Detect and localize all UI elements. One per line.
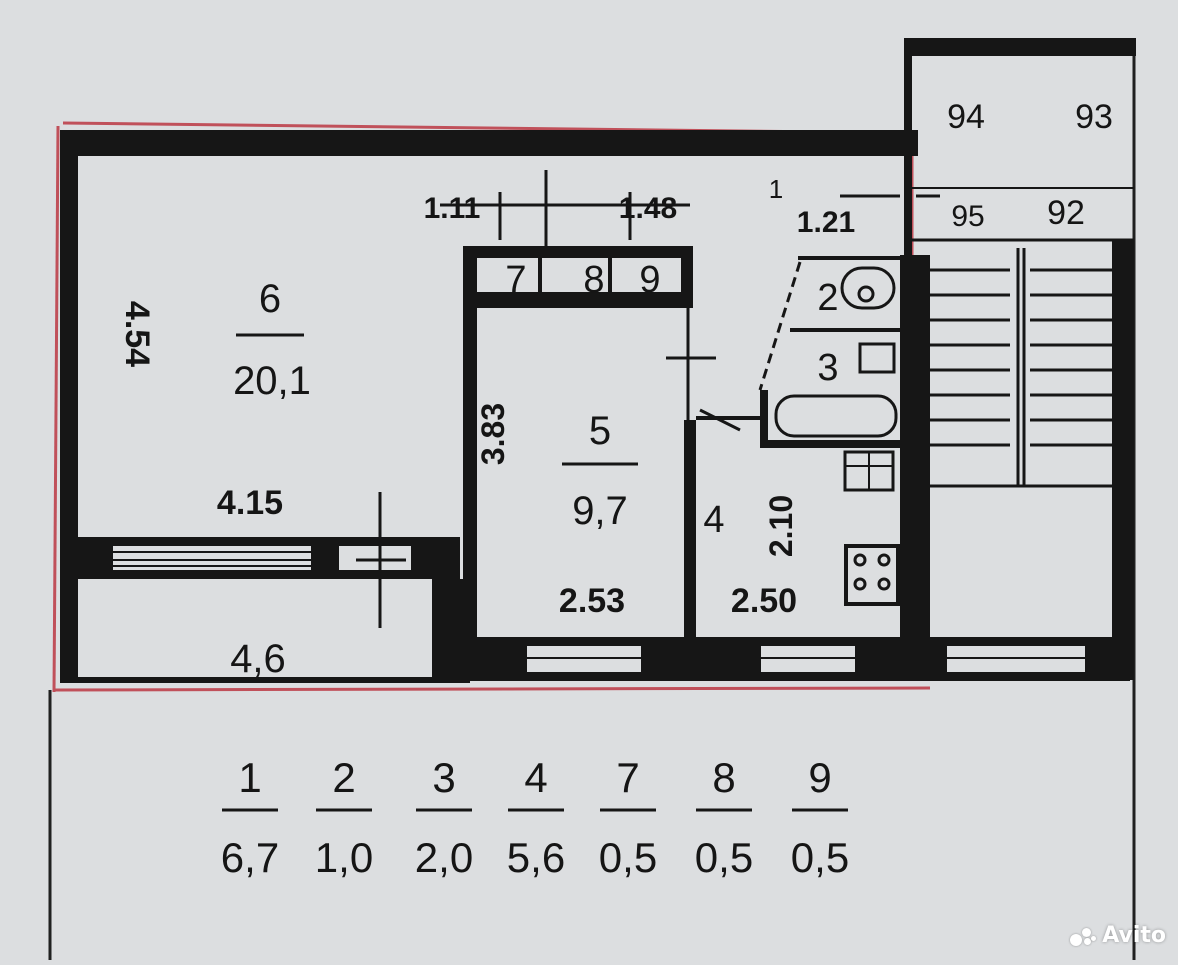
room-1-number: 1 — [769, 174, 783, 204]
closet-9-number: 9 — [639, 259, 660, 301]
legend-1-area: 6,7 — [221, 834, 279, 881]
room-5-area: 9,7 — [572, 489, 628, 533]
room-6-number: 6 — [259, 277, 281, 321]
legend-3-area: 2,0 — [415, 834, 473, 881]
room-3-number: 3 — [817, 347, 838, 389]
dim-4-15: 4.15 — [217, 484, 283, 522]
legend-4-number: 4 — [524, 754, 547, 801]
neighbor-95: 95 — [951, 200, 984, 233]
balcony-area: 4,6 — [230, 637, 286, 681]
legend-9-area: 0,5 — [791, 834, 849, 881]
dim-4-54: 4.54 — [118, 301, 156, 367]
dim-1-21: 1.21 — [797, 206, 855, 239]
area-legend: 1 6,7 2 1,0 3 2,0 4 5,6 7 0,5 8 0,5 9 0,… — [221, 754, 849, 881]
avito-watermark: Avito — [1070, 923, 1166, 948]
room-6-area: 20,1 — [233, 359, 311, 403]
watermark-text: Avito — [1102, 923, 1166, 948]
legend-9-number: 9 — [808, 754, 831, 801]
legend-2-area: 1,0 — [315, 834, 373, 881]
legend-3-number: 3 — [432, 754, 455, 801]
dim-1-11: 1.11 — [424, 192, 481, 225]
dim-3-83: 3.83 — [475, 403, 511, 465]
room-2-number: 2 — [817, 277, 838, 319]
dim-2-50: 2.50 — [731, 582, 797, 620]
closet-8-number: 8 — [583, 259, 604, 301]
legend-8-area: 0,5 — [695, 834, 753, 881]
dim-2-53: 2.53 — [559, 582, 625, 620]
room-5-number: 5 — [589, 409, 611, 453]
legend-7-area: 0,5 — [599, 834, 657, 881]
legend-1-number: 1 — [238, 754, 261, 801]
room-4-number: 4 — [703, 499, 724, 541]
avito-logo-icon — [1070, 926, 1097, 946]
legend-4-area: 5,6 — [507, 834, 565, 881]
dim-1-48: 1.48 — [619, 192, 677, 225]
neighbor-93: 93 — [1075, 98, 1113, 136]
closet-7-number: 7 — [505, 259, 526, 301]
neighbor-92: 92 — [1047, 194, 1085, 232]
legend-7-number: 7 — [616, 754, 639, 801]
dim-2-10: 2.10 — [763, 495, 799, 557]
legend-2-number: 2 — [332, 754, 355, 801]
legend-8-number: 8 — [712, 754, 735, 801]
neighbor-94: 94 — [947, 98, 985, 136]
